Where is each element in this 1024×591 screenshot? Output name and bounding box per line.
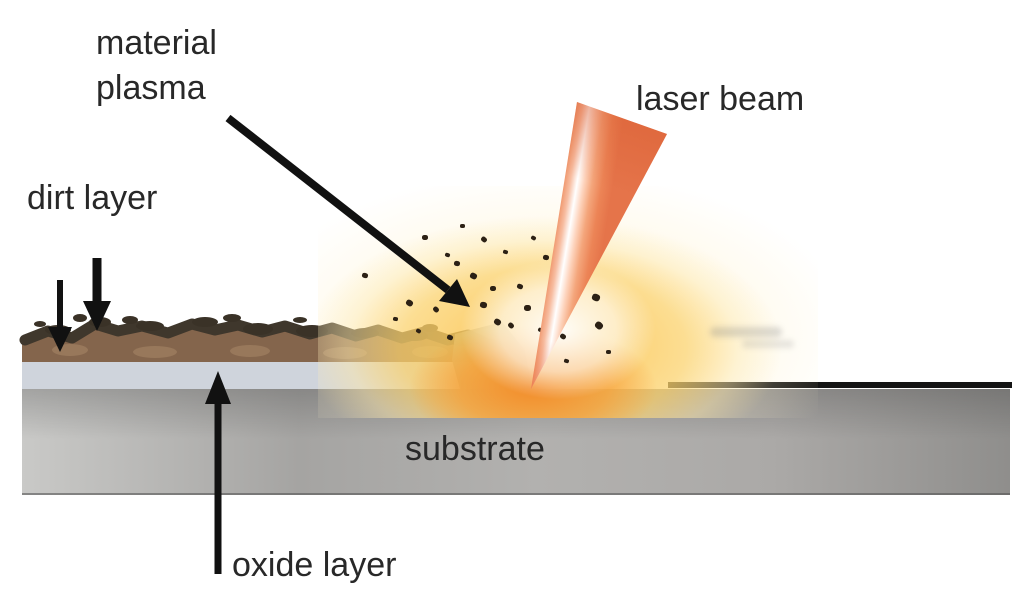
material-plasma-label-line2: plasma — [96, 69, 206, 107]
plasma-particle — [502, 248, 508, 255]
plasma-particle — [404, 298, 414, 307]
material-plasma-arrow — [225, 114, 470, 307]
plasma-particle — [480, 235, 488, 244]
plasma-particle — [516, 283, 524, 290]
smoke-smudge — [710, 327, 782, 337]
substrate-region: substrate — [22, 389, 1010, 495]
plasma-particle — [479, 300, 487, 309]
plasma-particle — [468, 271, 478, 280]
plasma-particle — [422, 235, 428, 240]
plasma-particle — [414, 327, 422, 334]
plasma-particle — [392, 316, 398, 321]
plasma-particle — [492, 317, 502, 326]
material-plasma-label-line1: material — [96, 24, 217, 62]
material-plasma-label: material plasma — [96, 21, 217, 111]
oxide-layer-label: oxide layer — [232, 546, 397, 584]
plasma-particle — [523, 304, 531, 311]
plasma-particle — [446, 334, 454, 341]
smoke-smudge — [742, 340, 794, 348]
plasma-particle — [593, 320, 605, 331]
plasma-particle — [507, 321, 515, 330]
laser-beam-cone — [531, 102, 667, 389]
dirt-chunks — [34, 314, 507, 351]
clean-surface-line — [668, 382, 1012, 388]
plasma-particle — [443, 251, 451, 258]
plasma-particle — [432, 305, 440, 314]
dirt-layer-region — [22, 327, 516, 362]
substrate-label: substrate — [405, 430, 545, 468]
ablated-chunk — [452, 322, 532, 389]
plasma-particle — [536, 326, 544, 333]
plasma-particle — [559, 332, 567, 341]
plasma-particle — [542, 254, 550, 261]
dirt-layer-label: dirt layer — [27, 179, 158, 217]
oxide-layer-region — [22, 351, 538, 389]
dirt-tan-patches — [52, 344, 505, 359]
plasma-particle — [529, 234, 537, 241]
plasma-particle — [545, 337, 551, 342]
dirt-layer-arrow-left — [48, 280, 72, 352]
plasma-particle — [605, 349, 611, 354]
plasma-particle — [591, 292, 601, 303]
plasma-particle — [563, 357, 569, 364]
plasma-particle — [490, 286, 496, 291]
plasma-particle — [459, 223, 465, 228]
dirt-layer-crust — [19, 318, 511, 354]
plasma-particle — [453, 260, 461, 267]
dirt-layer-arrow-right — [83, 258, 111, 331]
laser-beam-label: laser beam — [636, 80, 805, 118]
plasma-particle — [361, 272, 369, 279]
